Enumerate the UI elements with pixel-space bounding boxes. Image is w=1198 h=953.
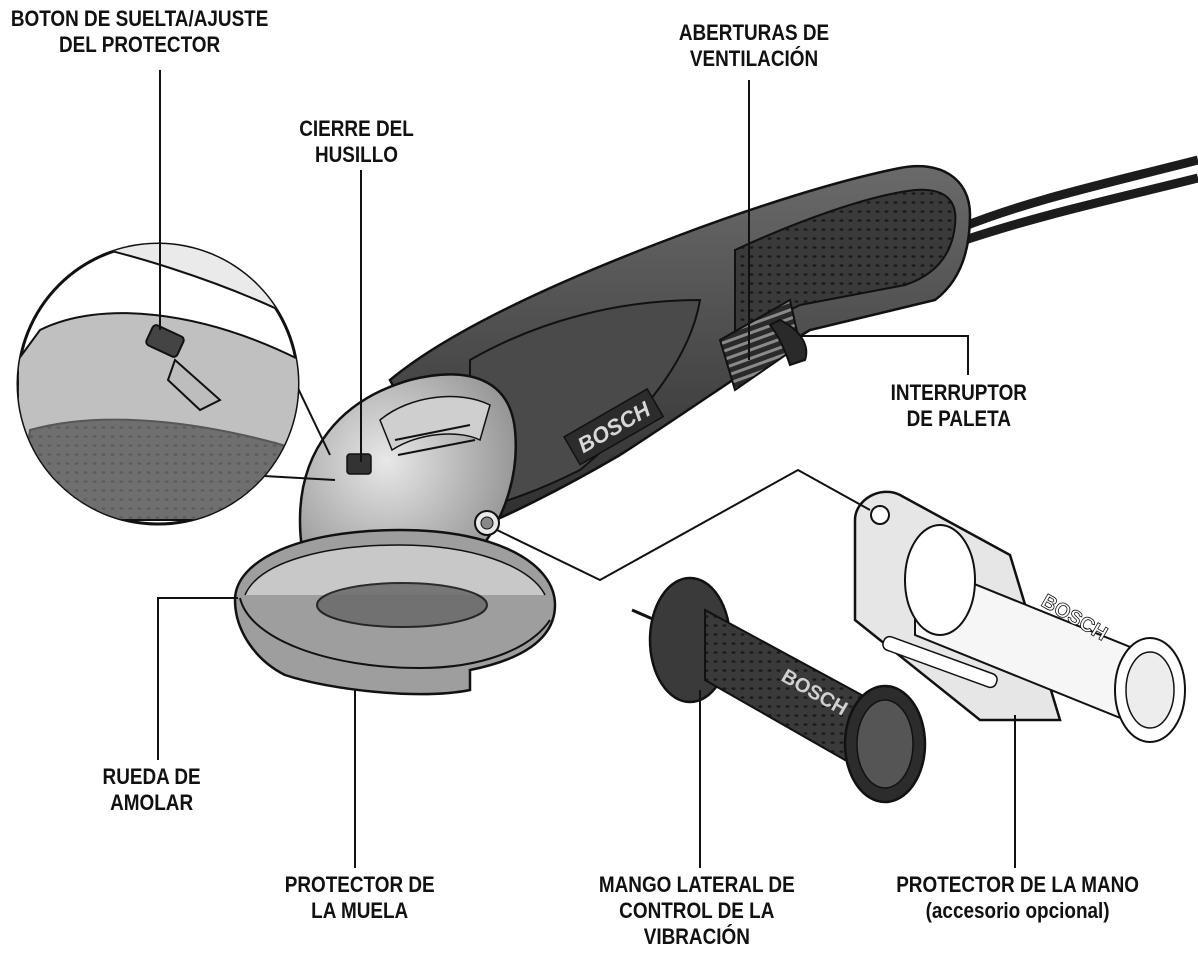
vents-label-line1: ABERTURAS DE (678, 20, 830, 45)
vents-label-line2: VENTILACIÓN (689, 46, 819, 71)
vents-label: ABERTURAS DE VENTILACIÓN (668, 20, 840, 72)
inset-detail (16, 242, 336, 526)
guard-release-label-line1: BOTON DE SUELTA/AJUSTE (10, 6, 269, 31)
leader-paddle-switch (800, 335, 969, 375)
paddle-switch-label-line1: INTERRUPTOR (890, 380, 1027, 405)
spindle-lock-button (346, 453, 372, 475)
guard-release-label-line2: DEL PROTECTOR (59, 32, 221, 57)
paddle-switch (768, 318, 808, 367)
side-handle-label-line1: MANGO LATERAL DE (598, 872, 795, 897)
spindle-lock-label: CIERRE DEL HUSILLO (292, 116, 421, 168)
hand-guard-label-line1: PROTECTOR DE LA MANO (896, 872, 1140, 897)
guard-release-label: BOTON DE SUELTA/AJUSTE DEL PROTECTOR (2, 6, 277, 58)
grinding-wheel-label-line2: AMOLAR (110, 790, 194, 815)
leader-grinding-wheel (157, 597, 238, 760)
side-handle-label-line2: CONTROL DE LA (619, 898, 775, 923)
grinding-wheel (316, 582, 488, 628)
spindle-lock-label-line2: HUSILLO (314, 142, 399, 167)
side-handle-label: MANGO LATERAL DE CONTROL DE LA VIBRACIÓN (585, 872, 809, 950)
hand-guard-accessory: BOSCH (853, 490, 1186, 743)
guard-release-button (145, 324, 185, 358)
grinder-body: BOSCH (388, 164, 972, 532)
side-handle-label-line3: VIBRACIÓN (643, 924, 750, 949)
wheel-guard-label: PROTECTOR DE LA MUELA (278, 872, 441, 924)
grinding-wheel-label: RUEDA DE AMOLAR (100, 764, 203, 816)
leader-accessory-link (496, 468, 871, 582)
power-cord (958, 155, 1198, 233)
side-handle: BOSCH (631, 576, 927, 804)
paddle-switch-label-line2: DE PALETA (906, 406, 1012, 431)
wheel-guard-label-line1: PROTECTOR DE (284, 872, 435, 897)
hand-guard-label: PROTECTOR DE LA MANO (accesorio opcional… (880, 872, 1155, 924)
wheel-guard-label-line2: LA MUELA (311, 898, 409, 923)
spindle-lock-label-line1: CIERRE DEL (299, 116, 414, 141)
hand-guard-label-line2: (accesorio opcional) (925, 898, 1110, 923)
leader-lines (157, 70, 1016, 868)
paddle-switch-label: INTERRUPTOR DE PALETA (890, 380, 1028, 432)
grinding-wheel-label-line1: RUEDA DE (102, 764, 201, 789)
